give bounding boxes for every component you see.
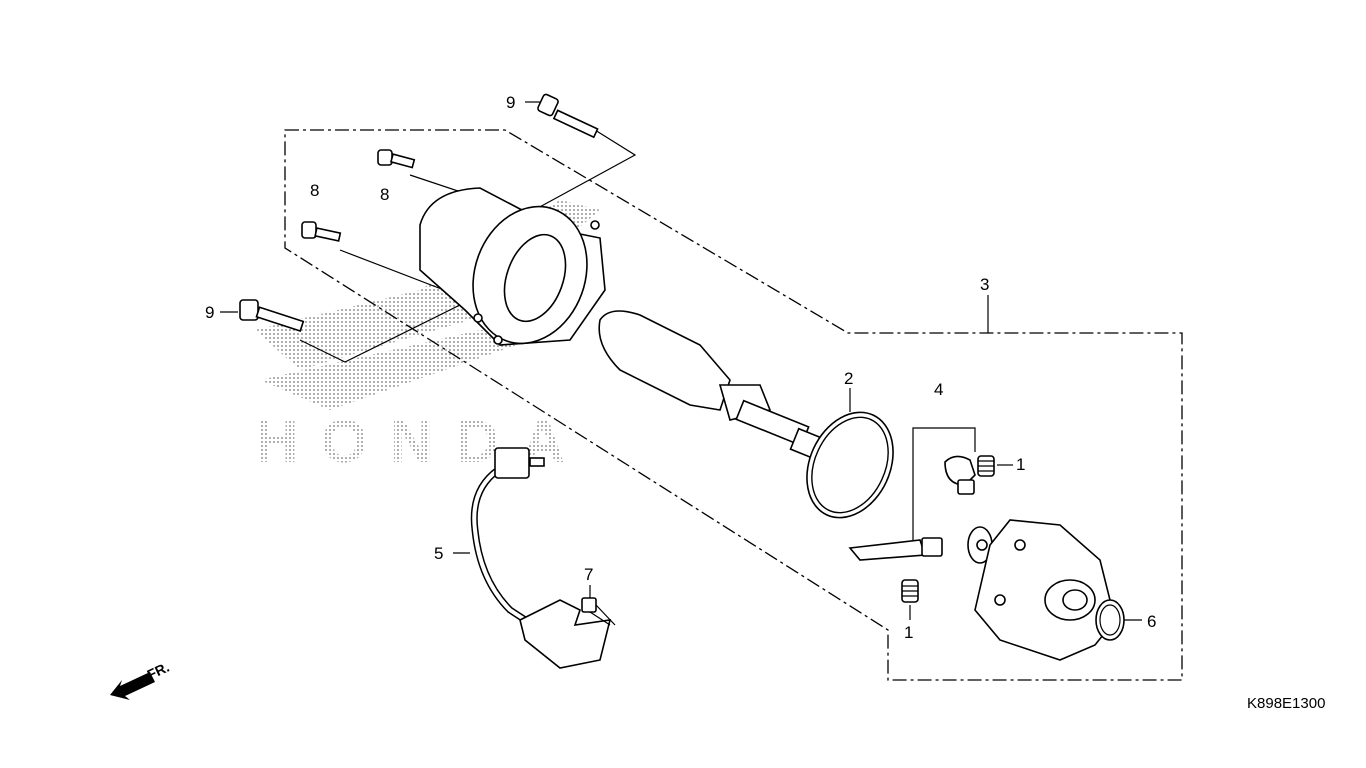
callout-8-upper: 8 xyxy=(380,185,389,204)
callout-6: 6 xyxy=(1147,612,1156,631)
callout-9-lower: 9 xyxy=(205,303,214,322)
callout-3: 3 xyxy=(980,275,989,294)
terminal-bolt[interactable] xyxy=(581,597,616,626)
brush-spring-upper[interactable] xyxy=(977,455,995,477)
bolt-8-upper[interactable] xyxy=(377,149,416,169)
bolt-8-lower[interactable] xyxy=(301,221,342,242)
callout-1-lower: 1 xyxy=(904,623,913,642)
motor-housing[interactable] xyxy=(419,187,606,360)
end-cover[interactable] xyxy=(974,519,1116,661)
front-arrow-icon xyxy=(110,672,155,700)
brush-spring-lower[interactable] xyxy=(901,579,919,603)
callout-2: 2 xyxy=(844,369,853,388)
assembly-boundary xyxy=(284,129,1183,681)
front-direction-indicator: FR. xyxy=(110,659,172,700)
callout-9-upper: 9 xyxy=(506,93,515,112)
bolt-9-lower[interactable] xyxy=(239,299,305,332)
armature[interactable] xyxy=(598,310,824,460)
o-ring[interactable] xyxy=(791,398,910,532)
callout-1-upper: 1 xyxy=(1016,455,1025,474)
washer[interactable] xyxy=(1095,599,1125,641)
callout-5: 5 xyxy=(434,544,443,563)
drawing-code: K898E1300 xyxy=(1247,695,1325,712)
callout-7: 7 xyxy=(584,565,593,584)
front-label: FR. xyxy=(145,659,172,683)
brush-set[interactable] xyxy=(848,427,976,561)
wire-harness[interactable] xyxy=(470,447,612,669)
callout-4: 4 xyxy=(934,380,943,399)
bolt-9-upper[interactable] xyxy=(537,93,599,139)
callout-8-lower: 8 xyxy=(310,181,319,200)
